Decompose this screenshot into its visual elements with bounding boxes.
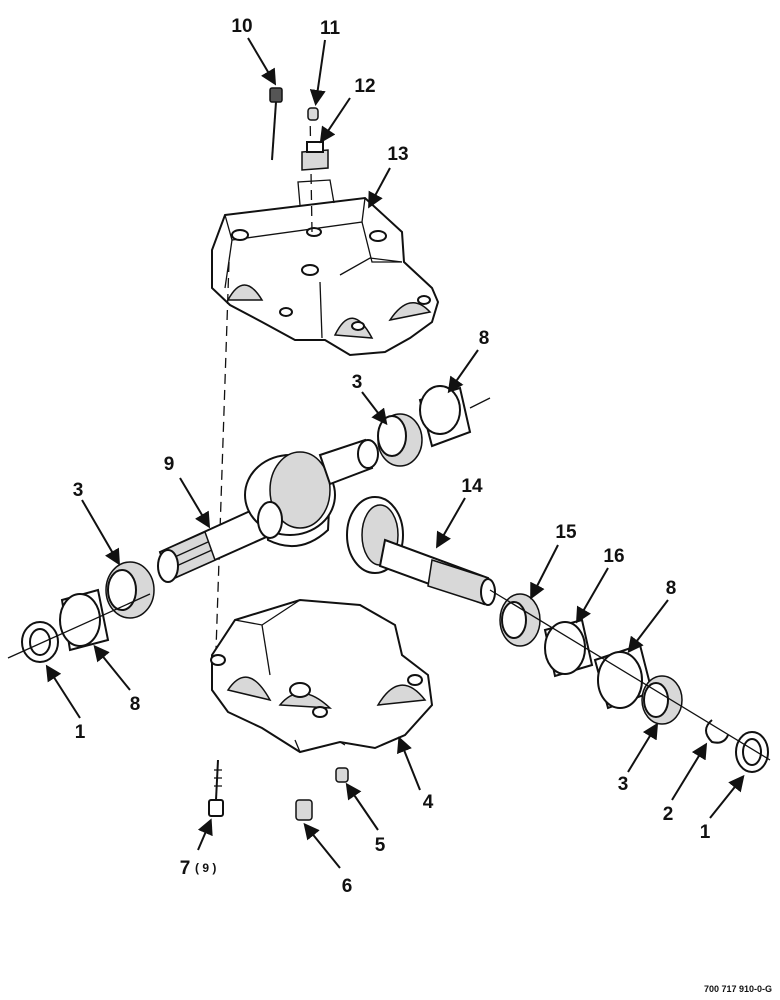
bolt-part-10	[269, 87, 283, 161]
callout-16: 16	[603, 546, 624, 567]
callout-1-left: 1	[75, 722, 86, 743]
output-shaft-part-14	[346, 496, 496, 606]
leader-arrows	[45, 37, 745, 869]
lower-housing-part-4	[210, 598, 434, 754]
document-number: 700 717 910-0-G	[704, 984, 772, 994]
cup-part-8-right	[593, 643, 654, 710]
callout-3-right: 3	[618, 774, 629, 795]
callout-8-left: 8	[130, 694, 141, 715]
callout-8-right: 8	[666, 578, 677, 599]
callout-6: 6	[342, 876, 353, 897]
plug-part-5	[335, 767, 349, 783]
snap-ring-part-2	[705, 719, 729, 744]
callout-9: 9	[164, 454, 175, 475]
plug-part-11	[307, 107, 319, 121]
callout-4: 4	[423, 792, 434, 813]
callout-3-upper: 3	[352, 372, 363, 393]
bearing-part-15	[499, 593, 541, 647]
cup-part-8-upper	[418, 385, 491, 448]
bearing-part-3-upper	[377, 413, 423, 467]
upper-housing-part-13	[211, 179, 440, 357]
callout-2: 2	[663, 804, 674, 825]
plug-part-6	[295, 799, 313, 821]
seal-part-1-left	[7, 593, 151, 663]
callout-7-qty: ( 9 )	[195, 861, 216, 875]
input-shaft-part-9	[157, 438, 379, 583]
callout-12: 12	[354, 76, 375, 97]
callout-8-upper: 8	[479, 328, 490, 349]
callout-7: 7	[180, 858, 191, 879]
bearing-part-3-left	[105, 561, 155, 619]
callout-14: 14	[461, 476, 483, 497]
callout-11: 11	[320, 18, 341, 39]
callout-10: 10	[231, 16, 252, 37]
callout-5: 5	[375, 835, 386, 856]
cup-part-8-left	[59, 588, 110, 652]
bearing-part-3-right	[641, 675, 683, 725]
vent-part-12	[301, 141, 329, 171]
seal-part-1-right	[735, 731, 769, 773]
callout-13: 13	[387, 144, 408, 165]
callout-15: 15	[555, 522, 577, 543]
callout-1-right: 1	[700, 822, 711, 843]
bolt-part-7	[208, 759, 224, 817]
callout-3-left: 3	[73, 480, 84, 501]
